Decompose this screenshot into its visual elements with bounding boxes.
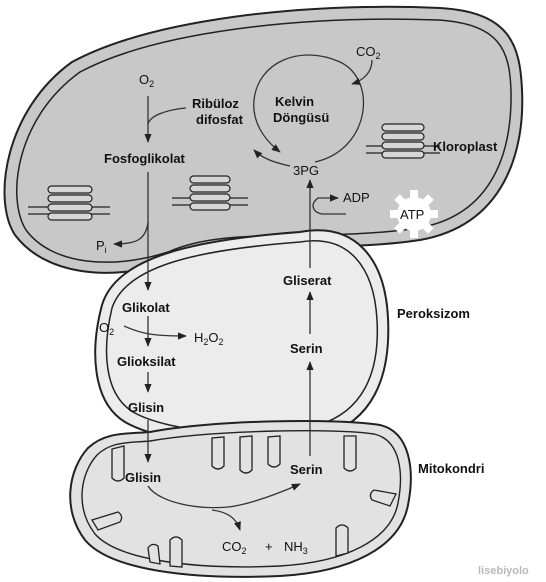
label-glycerate: Gliserat xyxy=(283,273,332,288)
label-mitochondrion: Mitokondri xyxy=(418,461,484,476)
label-calvin-line2: Döngüsü xyxy=(273,110,329,125)
label-phosphoglycolate: Fosfoglikolat xyxy=(104,151,186,166)
label-atp: ATP xyxy=(400,207,424,222)
watermark: lisebiyolo xyxy=(478,565,529,577)
label-plus: + xyxy=(265,539,273,554)
label-ribulose-line1: Ribüloz xyxy=(192,96,239,111)
label-chloroplast: Kloroplast xyxy=(433,139,498,154)
label-serine-mito: Serin xyxy=(290,462,323,477)
label-calvin-line1: Kelvin xyxy=(275,94,314,109)
label-3pg: 3PG xyxy=(293,163,319,178)
label-peroxisome: Peroksizom xyxy=(397,306,470,321)
label-glyoxylate: Glioksilat xyxy=(117,354,176,369)
label-ribulose-line2: difosfat xyxy=(196,112,244,127)
label-glycolate: Glikolat xyxy=(122,300,170,315)
label-adp: ADP xyxy=(343,190,370,205)
label-glycine-mito: Glisin xyxy=(125,470,161,485)
label-glycine-perox: Glisin xyxy=(128,400,164,415)
label-serine-perox: Serin xyxy=(290,341,323,356)
